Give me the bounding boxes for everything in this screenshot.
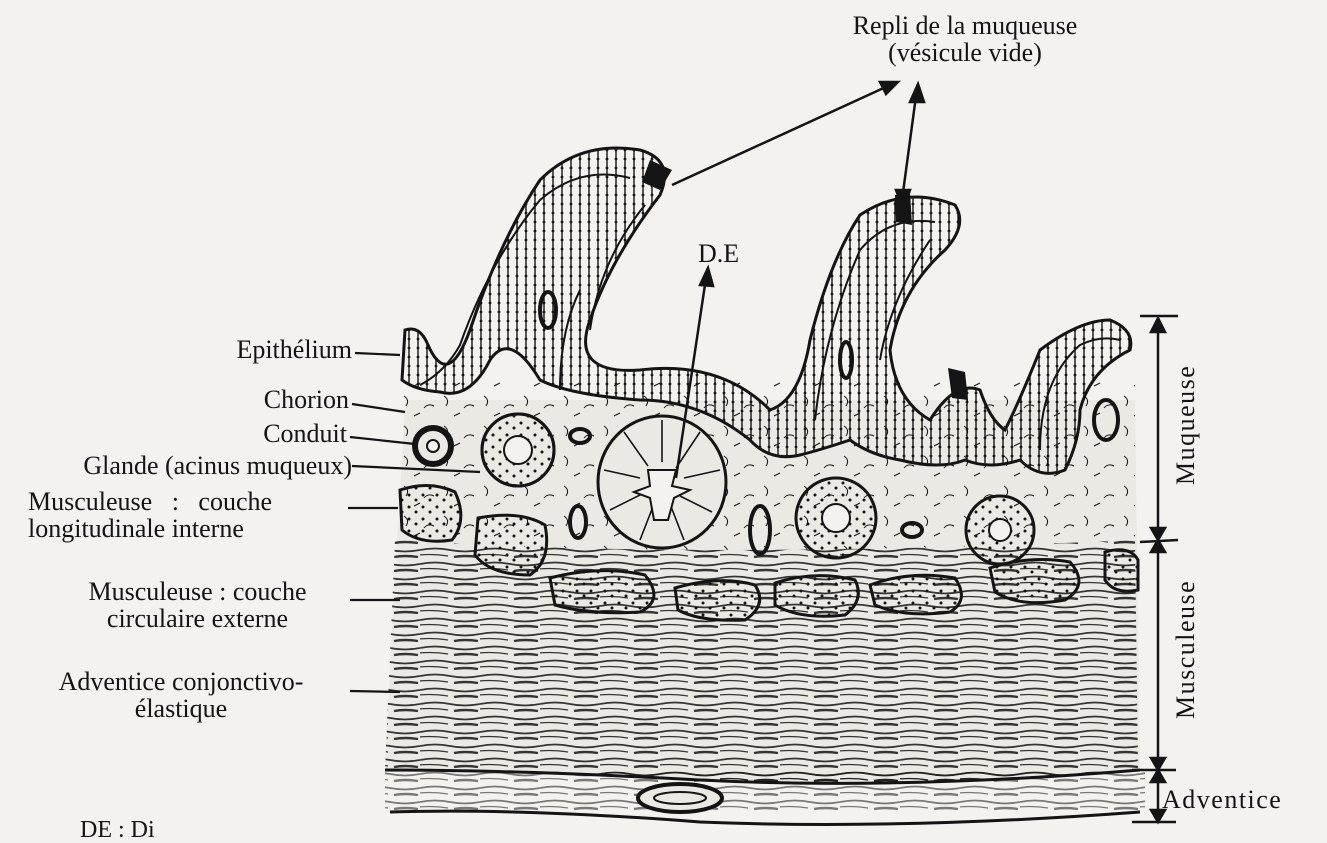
conduit-label: Conduit [263, 420, 347, 447]
musculeuse-bracket-label: Musculeuse [1171, 583, 1201, 719]
epithelium-label: Epithélium [236, 336, 352, 363]
footer-caption-fragment: DE : Di [80, 818, 155, 843]
adventice-bracket-label: Adventice [1162, 786, 1282, 813]
repli-muqueuse-label: Repli de la muqueuse (vésicule vide) [800, 12, 1130, 67]
musculeuse-circulaire-label: Musculeuse : couche circulaire externe [50, 578, 345, 633]
muqueuse-bracket-label: Muqueuse [1171, 365, 1201, 485]
chorion-label: Chorion [264, 386, 349, 413]
adventice-conjonctive-label: Adventice conjonctivo- élastique [16, 668, 346, 723]
de-label: D.E [698, 240, 739, 267]
musculeuse-longitudinale-label: Musculeuse : couche longitudinale intern… [28, 488, 272, 543]
adventice-vessel [638, 784, 722, 812]
glande-label: Glande (acinus muqueux) [83, 452, 352, 479]
conduit [415, 428, 451, 464]
excretory-duct [598, 416, 726, 548]
